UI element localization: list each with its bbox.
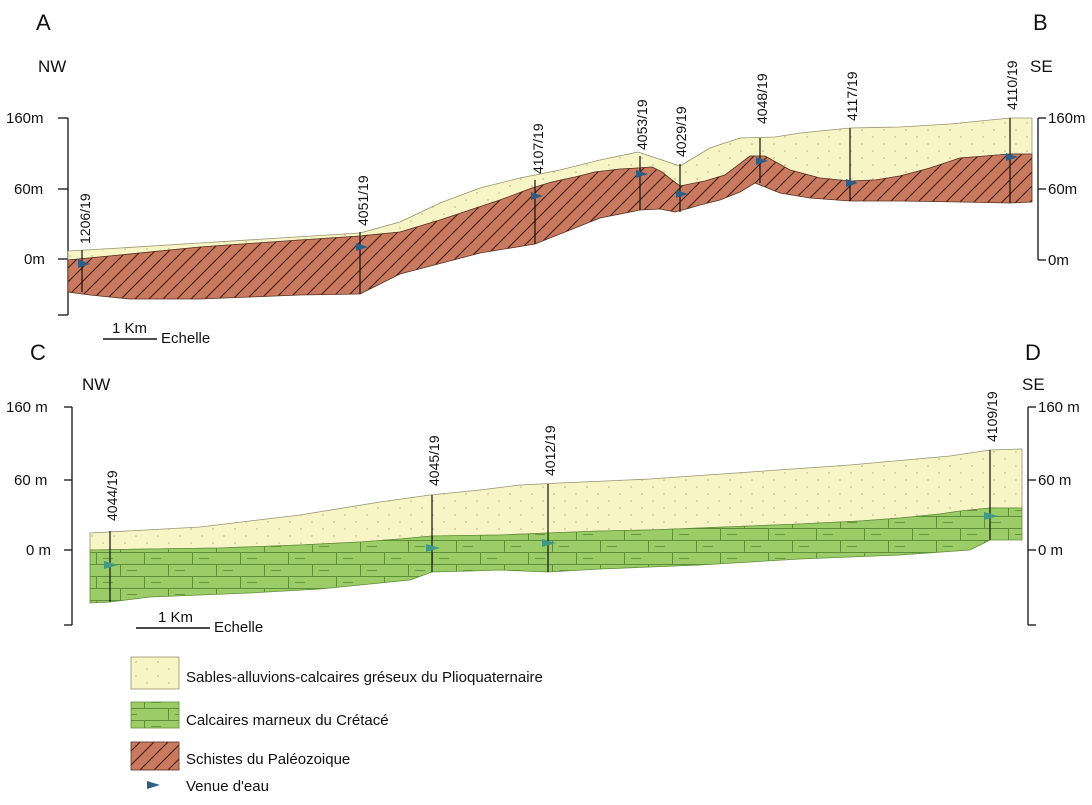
- well-4045-19: 4045/19: [426, 435, 442, 572]
- water-inflow-arrow: [1006, 153, 1018, 161]
- water-inflow-arrow: [756, 157, 768, 165]
- ab-schist-layer: [67, 153, 1033, 300]
- well-label: 4048/19: [754, 73, 770, 124]
- legend-item-schist: Schistes du Paléozoique: [130, 741, 350, 771]
- well-label: 4044/19: [104, 470, 120, 521]
- legend-swatch-schist: [130, 741, 180, 771]
- section-ab-left-letter: A: [36, 10, 51, 35]
- section-ab-left-axis: 160m 60m 0m: [6, 110, 69, 316]
- cd-wells: 4044/19 4045/19 4012/19 4109/19: [104, 391, 1000, 602]
- water-arrow-icon: [147, 781, 160, 789]
- ab-left-elev-160: 160m: [6, 110, 44, 127]
- ab-scale-value: 1 Km: [112, 320, 147, 337]
- section-cd-left-direction: NW: [82, 375, 110, 394]
- section-cd-right-direction: SE: [1022, 375, 1045, 394]
- well-4110-19: 4110/19: [1004, 60, 1020, 203]
- ab-right-elev-160: 160m: [1048, 110, 1086, 127]
- section-cd-right-letter: D: [1025, 340, 1041, 365]
- water-inflow-arrow: [426, 544, 440, 552]
- section-ab-left-direction: NW: [38, 57, 66, 76]
- ab-scale-word: Echelle: [161, 330, 210, 347]
- ab-right-elev-0: 0m: [1048, 252, 1069, 269]
- water-inflow-arrow: [676, 190, 688, 198]
- water-inflow-arrow: [636, 170, 648, 178]
- section-ab-right-axis: 160m 60m 0m: [1037, 110, 1086, 269]
- ab-right-elev-60: 60m: [1048, 181, 1077, 198]
- well-label: 4029/19: [673, 106, 689, 157]
- section-cd-scale-bar: 1 Km Echelle: [136, 609, 263, 636]
- well-label: 4045/19: [426, 435, 442, 486]
- water-inflow-arrow: [78, 259, 90, 268]
- ab-left-elev-60: 60m: [14, 181, 43, 198]
- well-4029-19: 4029/19: [673, 106, 689, 212]
- well-label: 4053/19: [634, 99, 650, 150]
- section-cd-right-axis: 160 m 60 m 0 m: [1027, 399, 1080, 626]
- well-4117-19: 4117/19: [844, 71, 860, 201]
- section-cd-left-letter: C: [30, 340, 46, 365]
- legend-item-cretaceous: Calcaires marneux du Crétacé: [130, 701, 389, 729]
- legend-item-water: Venue d'eau: [147, 778, 269, 795]
- legend-label: Sables-alluvions-calcaires gréseux du Pl…: [186, 669, 543, 686]
- well-label: 1206/19: [77, 193, 93, 244]
- cd-left-elev-160: 160 m: [6, 399, 48, 416]
- legend-swatch-cretaceous: [130, 701, 180, 729]
- water-inflow-arrow: [104, 561, 118, 569]
- section-ab: A NW B SE 160m 60m 0m 160m 60m 0m: [6, 10, 1086, 347]
- legend-swatch-sand: [130, 656, 180, 690]
- cd-right-elev-160: 160 m: [1038, 399, 1080, 416]
- cd-scale-word: Echelle: [214, 619, 263, 636]
- cd-left-elev-60: 60 m: [14, 472, 47, 489]
- legend-label: Venue d'eau: [186, 778, 269, 795]
- well-label: 4051/19: [355, 175, 371, 226]
- section-ab-right-direction: SE: [1030, 57, 1053, 76]
- well-4051-19: 4051/19: [355, 175, 371, 294]
- water-inflow-arrow: [542, 539, 556, 547]
- legend: Sables-alluvions-calcaires gréseux du Pl…: [130, 656, 543, 795]
- ab-wells: 1206/19 4051/19 4107/19 4053/19 4029/19: [77, 60, 1020, 294]
- cd-right-elev-60: 60 m: [1038, 472, 1071, 489]
- well-4107-19: 4107/19: [530, 123, 546, 244]
- cd-scale-value: 1 Km: [158, 609, 193, 626]
- well-1206-19: 1206/19: [77, 193, 93, 292]
- section-ab-scale-bar: 1 Km Echelle: [103, 320, 210, 347]
- legend-label: Schistes du Paléozoique: [186, 751, 350, 768]
- well-label: 4012/19: [542, 425, 558, 476]
- well-4109-19: 4109/19: [984, 391, 1000, 540]
- legend-label: Calcaires marneux du Crétacé: [186, 712, 389, 729]
- well-4012-19: 4012/19: [542, 425, 558, 572]
- legend-item-sand: Sables-alluvions-calcaires gréseux du Pl…: [130, 656, 543, 690]
- water-inflow-arrow: [984, 512, 998, 520]
- section-ab-right-letter: B: [1033, 10, 1048, 35]
- well-label: 4109/19: [984, 391, 1000, 442]
- ab-left-elev-0: 0m: [24, 251, 45, 268]
- cd-right-elev-0: 0 m: [1038, 542, 1063, 559]
- well-label: 4117/19: [844, 71, 860, 121]
- well-4053-19: 4053/19: [634, 99, 650, 210]
- cd-left-elev-0: 0 m: [26, 542, 51, 559]
- water-inflow-arrow: [356, 243, 368, 251]
- section-cd-left-axis: 160 m 60 m 0 m: [6, 399, 73, 626]
- section-cd: C NW D SE 160 m 60 m 0 m 160 m 60 m 0 m: [6, 340, 1080, 636]
- well-label: 4110/19: [1004, 60, 1020, 110]
- well-4044-19: 4044/19: [104, 470, 120, 602]
- well-label: 4107/19: [530, 123, 546, 174]
- water-inflow-arrow: [846, 179, 858, 187]
- water-inflow-arrow: [531, 192, 543, 200]
- well-4048-19: 4048/19: [754, 73, 770, 183]
